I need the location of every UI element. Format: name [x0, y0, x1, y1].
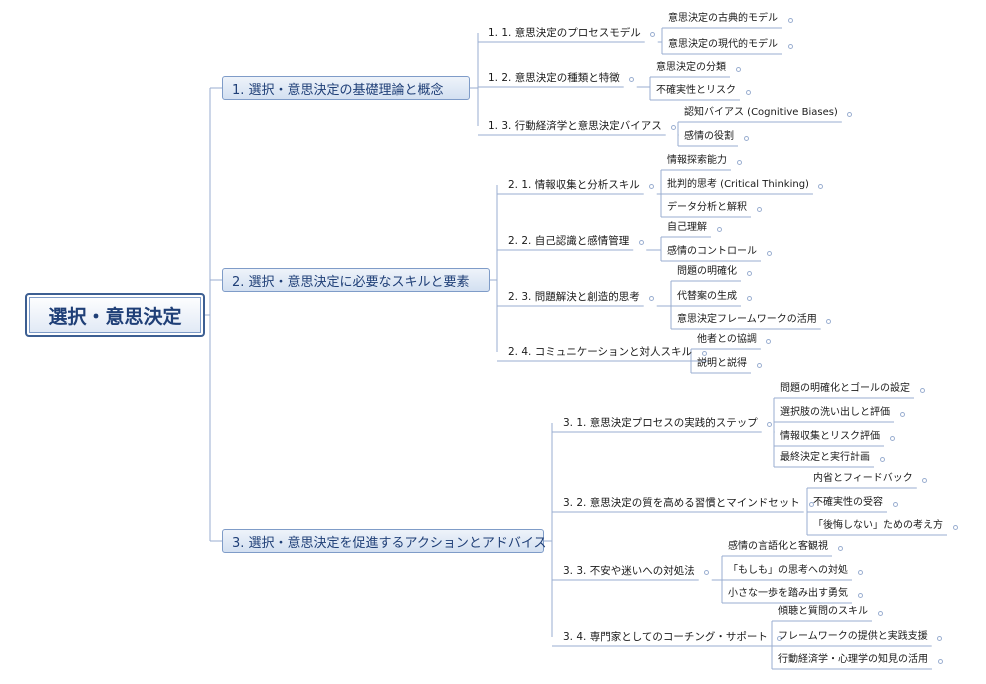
leaf-toggle-icon[interactable] — [892, 501, 898, 507]
leaf-topic[interactable]: 他者との協調 — [697, 334, 757, 345]
subtopic-toggle-icon[interactable] — [671, 124, 677, 130]
leaf-toggle-icon[interactable] — [746, 270, 752, 276]
subtopic-toggle-icon[interactable] — [649, 295, 655, 301]
subtopic-toggle-icon[interactable] — [649, 183, 655, 189]
subtopic-2-4[interactable]: 2. 4. コミュニケーションと対人スキル — [508, 346, 693, 358]
leaf-topic[interactable]: 情報収集とリスク評価 — [780, 431, 880, 442]
leaf-toggle-icon[interactable] — [837, 545, 843, 551]
leaf-topic[interactable]: 傾聴と質問のスキル — [778, 606, 868, 617]
leaf-toggle-icon[interactable] — [743, 135, 749, 141]
leaf-toggle-icon[interactable] — [766, 250, 772, 256]
subtopic-3-3[interactable]: 3. 3. 不安や迷いへの対処法 — [563, 565, 695, 577]
leaf-toggle-icon[interactable] — [922, 477, 928, 483]
leaf-topic[interactable]: 小さな一歩を踏み出す勇気 — [728, 588, 848, 599]
main-topic-2[interactable]: 2. 選択・意思決定に必要なスキルと要素 — [222, 268, 490, 292]
main-topic-1[interactable]: 1. 選択・意思決定の基礎理論と概念 — [222, 76, 470, 100]
leaf-topic[interactable]: 行動経済学・心理学の知見の活用 — [778, 654, 928, 665]
leaf-topic[interactable]: 「後悔しない」ための考え方 — [813, 520, 943, 531]
subtopic-1-1[interactable]: 1. 1. 意思決定のプロセスモデル — [488, 27, 641, 39]
subtopic-2-1[interactable]: 2. 1. 情報収集と分析スキル — [508, 179, 640, 191]
leaf-toggle-icon[interactable] — [857, 569, 863, 575]
leaf-toggle-icon[interactable] — [889, 435, 895, 441]
leaf-toggle-icon[interactable] — [937, 658, 943, 664]
leaf-toggle-icon[interactable] — [879, 456, 885, 462]
subtopic-toggle-icon[interactable] — [638, 239, 644, 245]
leaf-topic[interactable]: 説明と説得 — [697, 358, 747, 369]
leaf-toggle-icon[interactable] — [937, 635, 943, 641]
leaf-topic[interactable]: 不確実性の受容 — [813, 497, 883, 508]
leaf-topic[interactable]: 問題の明確化とゴールの設定 — [780, 383, 910, 394]
leaf-topic[interactable]: 不確実性とリスク — [656, 85, 736, 96]
leaf-toggle-icon[interactable] — [818, 183, 824, 189]
leaf-topic[interactable]: 代替案の生成 — [677, 291, 737, 302]
leaf-topic[interactable]: フレームワークの提供と実践支援 — [778, 631, 928, 642]
leaf-toggle-icon[interactable] — [766, 338, 772, 344]
leaf-topic[interactable]: 感情のコントロール — [667, 246, 757, 257]
subtopic-1-3[interactable]: 1. 3. 行動経済学と意思決定バイアス — [488, 120, 662, 132]
leaf-topic[interactable]: 最終決定と実行計画 — [780, 452, 870, 463]
main-topic-3[interactable]: 3. 選択・意思決定を促進するアクションとアドバイス — [222, 529, 547, 553]
leaf-topic[interactable]: 意思決定フレームワークの活用 — [677, 314, 817, 325]
subtopic-3-4[interactable]: 3. 4. 専門家としてのコーチング・サポート — [563, 631, 768, 643]
leaf-toggle-icon[interactable] — [756, 206, 762, 212]
leaf-topic[interactable]: 意思決定の現代的モデル — [668, 39, 778, 50]
leaf-topic[interactable]: 認知バイアス (Cognitive Biases) — [684, 107, 838, 118]
leaf-topic[interactable]: 批判的思考 (Critical Thinking) — [667, 179, 809, 190]
leaf-toggle-icon[interactable] — [746, 295, 752, 301]
leaf-topic[interactable]: 内省とフィードバック — [813, 473, 913, 484]
leaf-topic[interactable]: 「もしも」の思考への対処 — [728, 565, 848, 576]
root-topic[interactable]: 選択・意思決定 — [25, 293, 205, 337]
leaf-topic[interactable]: 選択肢の洗い出しと評価 — [780, 407, 890, 418]
leaf-topic[interactable]: 問題の明確化 — [677, 266, 737, 277]
leaf-toggle-icon[interactable] — [735, 66, 741, 72]
subtopic-toggle-icon[interactable] — [767, 421, 773, 427]
leaf-toggle-icon[interactable] — [877, 610, 883, 616]
leaf-topic[interactable]: 意思決定の古典的モデル — [668, 13, 778, 24]
leaf-topic[interactable]: 自己理解 — [667, 222, 707, 233]
leaf-topic[interactable]: データ分析と解釈 — [667, 202, 747, 213]
leaf-toggle-icon[interactable] — [899, 411, 905, 417]
subtopic-toggle-icon[interactable] — [701, 350, 707, 356]
leaf-topic[interactable]: 情報探索能力 — [667, 155, 727, 166]
subtopic-2-2[interactable]: 2. 2. 自己認識と感情管理 — [508, 235, 630, 247]
subtopic-toggle-icon[interactable] — [650, 31, 656, 37]
subtopic-3-1[interactable]: 3. 1. 意思決定プロセスの実践的ステップ — [563, 417, 758, 429]
leaf-toggle-icon[interactable] — [826, 318, 832, 324]
leaf-topic[interactable]: 感情の役割 — [684, 131, 734, 142]
subtopic-3-2[interactable]: 3. 2. 意思決定の質を高める習慣とマインドセット — [563, 497, 800, 509]
subtopic-toggle-icon[interactable] — [777, 635, 783, 641]
subtopic-toggle-icon[interactable] — [629, 76, 635, 82]
leaf-toggle-icon[interactable] — [919, 387, 925, 393]
leaf-toggle-icon[interactable] — [787, 43, 793, 49]
leaf-topic[interactable]: 感情の言語化と客観視 — [728, 541, 828, 552]
leaf-toggle-icon[interactable] — [745, 89, 751, 95]
leaf-toggle-icon[interactable] — [756, 362, 762, 368]
subtopic-toggle-icon[interactable] — [704, 569, 710, 575]
leaf-toggle-icon[interactable] — [952, 524, 958, 530]
subtopic-2-3[interactable]: 2. 3. 問題解決と創造的思考 — [508, 291, 640, 303]
leaf-topic[interactable]: 意思決定の分類 — [656, 62, 726, 73]
subtopic-1-2[interactable]: 1. 2. 意思決定の種類と特徴 — [488, 72, 620, 84]
leaf-toggle-icon[interactable] — [736, 159, 742, 165]
leaf-toggle-icon[interactable] — [857, 592, 863, 598]
leaf-toggle-icon[interactable] — [847, 111, 853, 117]
leaf-toggle-icon[interactable] — [787, 17, 793, 23]
subtopic-toggle-icon[interactable] — [809, 501, 815, 507]
leaf-toggle-icon[interactable] — [716, 226, 722, 232]
